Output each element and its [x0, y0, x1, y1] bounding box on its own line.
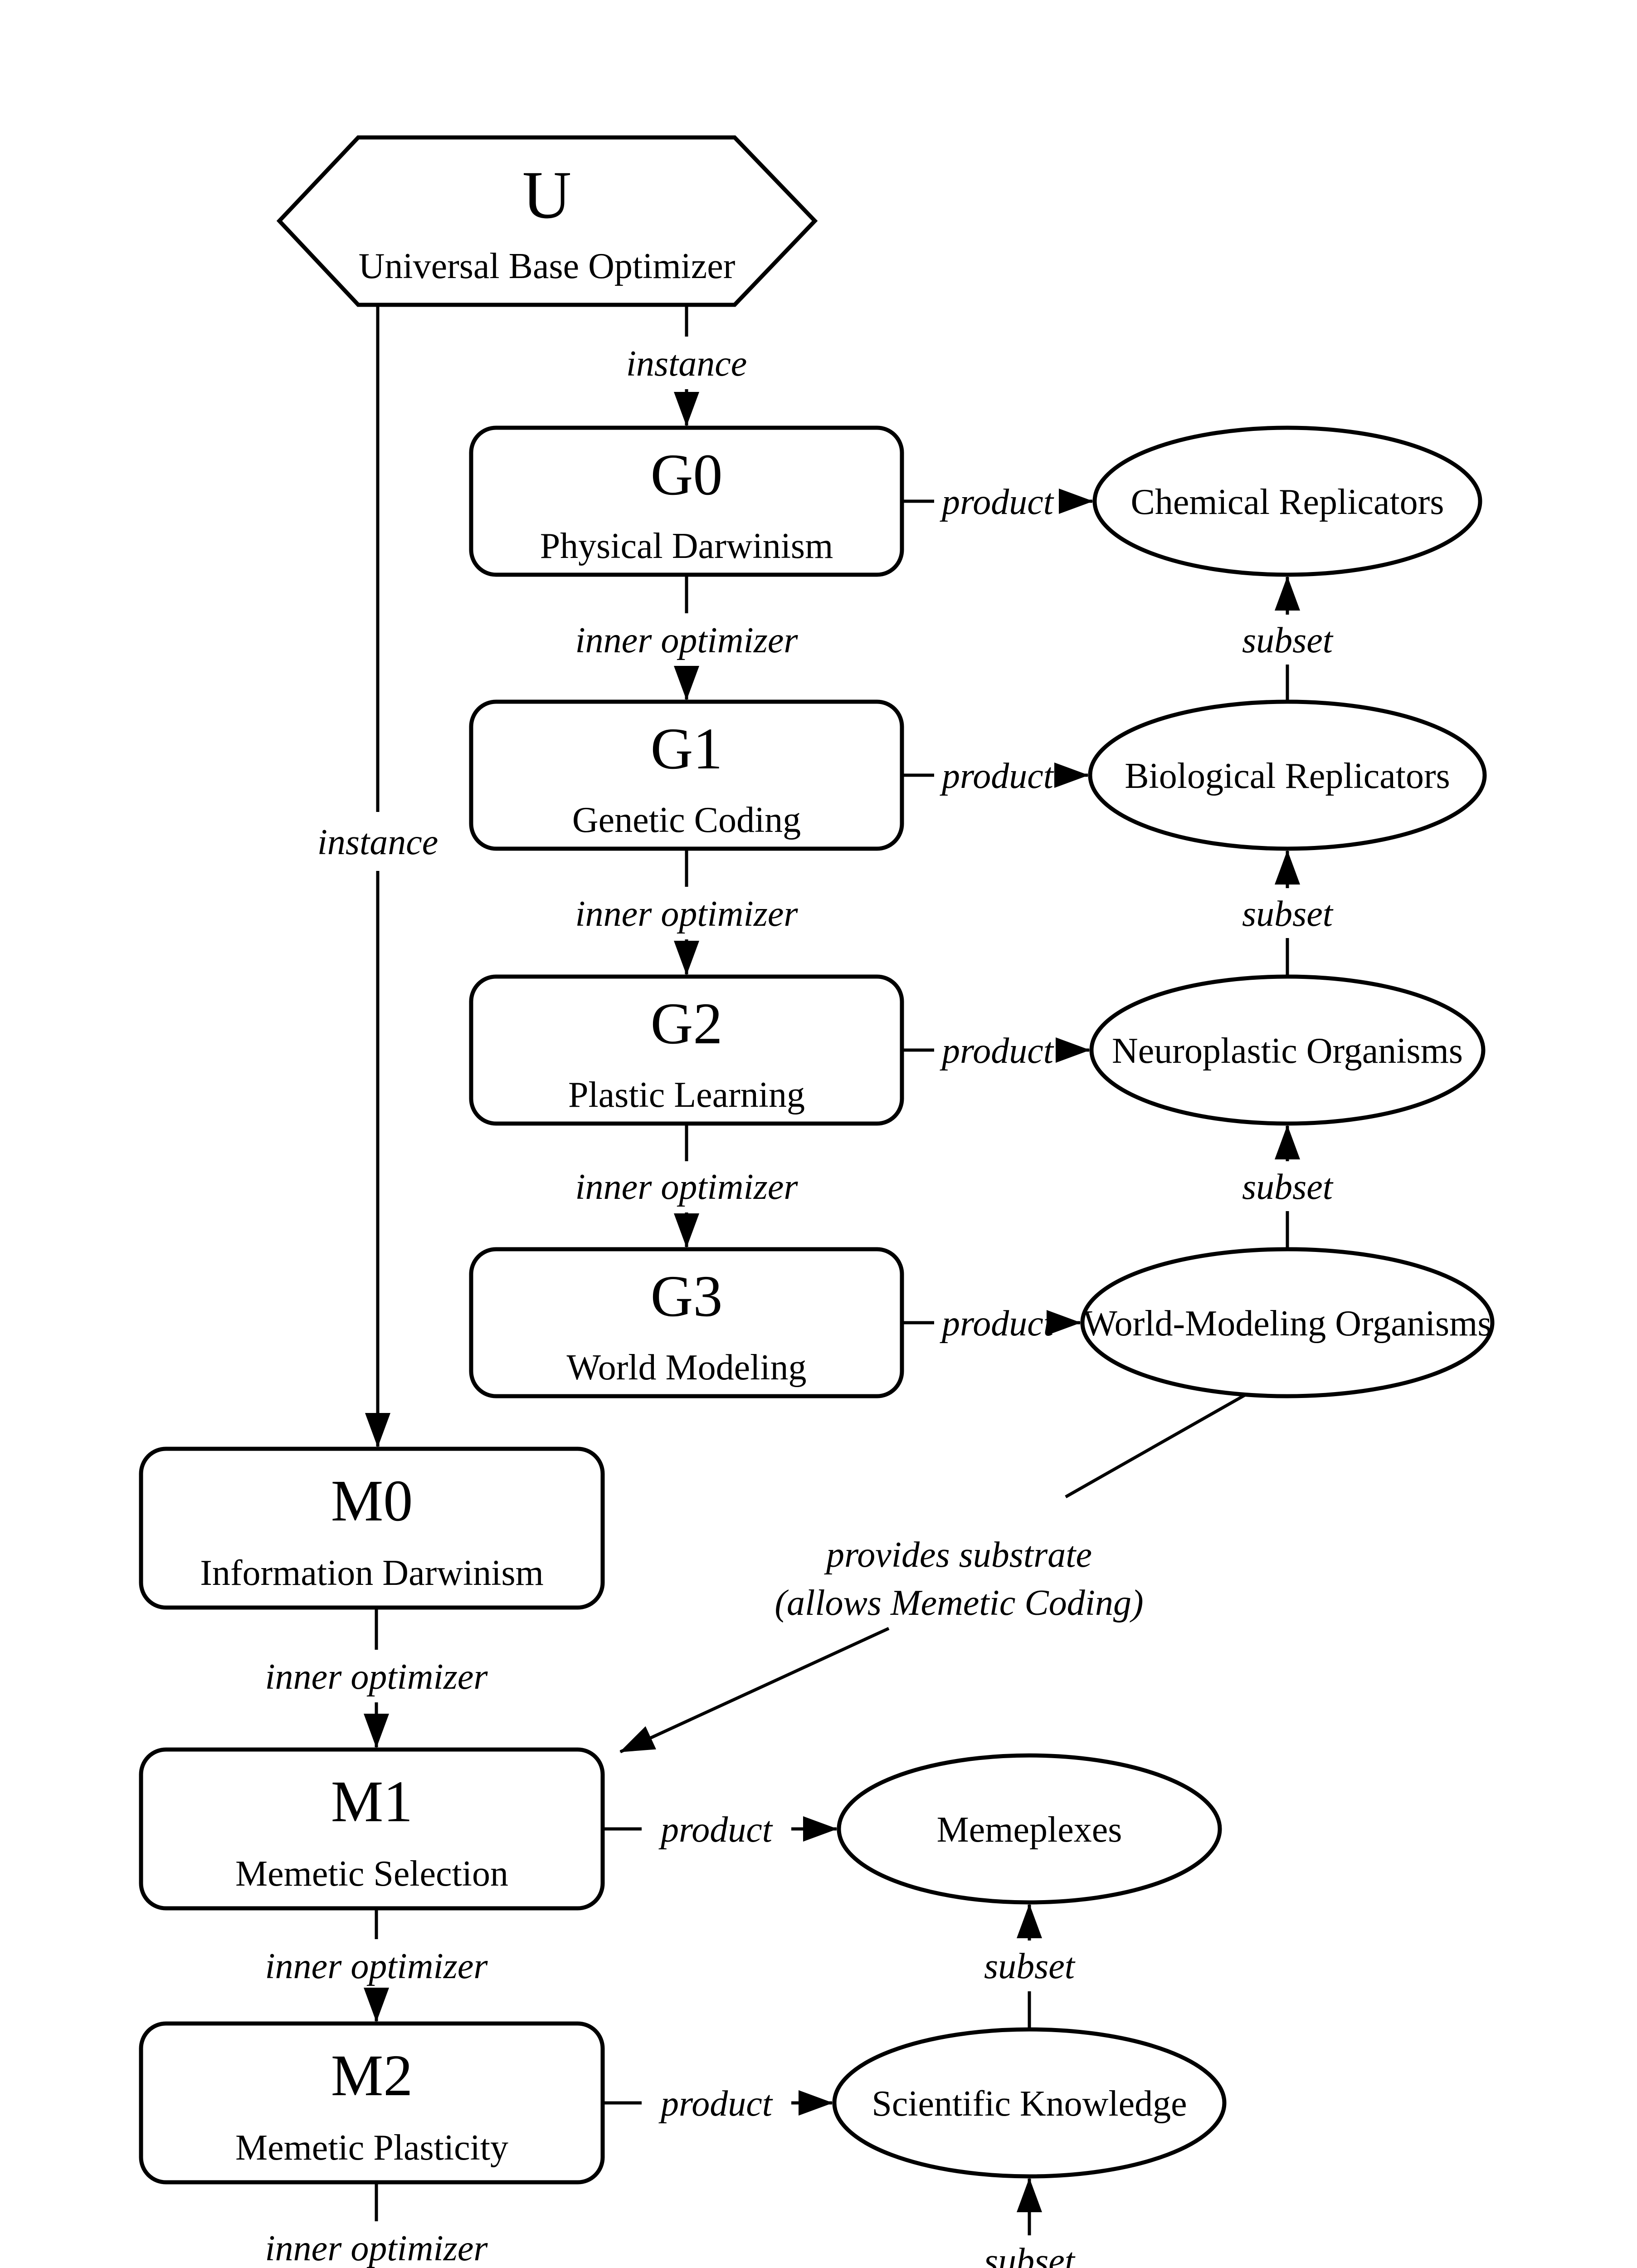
edge-label-product: product: [658, 1810, 773, 1850]
edge-label-subset: subset: [984, 1946, 1076, 1986]
node-m2-title: M2: [331, 2043, 413, 2108]
edge-g0-chemical: product: [902, 482, 1093, 522]
node-m0-subtitle: Information Darwinism: [200, 1553, 544, 1593]
ellipse-shape: [837, 1753, 1222, 1905]
edge-label-subset: subset: [1242, 621, 1334, 660]
node-g3-title: G3: [651, 1264, 723, 1329]
node-g3: G3 World Modeling: [469, 1247, 904, 1398]
edge-g0-g1: inner optimizer: [575, 575, 798, 700]
edge-label-subset: subset: [1242, 894, 1334, 934]
edge-label-instance: instance: [626, 344, 747, 384]
edge-m0-m1: inner optimizer: [265, 1608, 488, 1748]
node-memeplexes-label: Memeplexes: [937, 1810, 1122, 1850]
edge-label-subset: subset: [1242, 1167, 1334, 1207]
node-m1: M1 Memetic Selection: [139, 1747, 605, 1911]
node-m1-subtitle: Memetic Selection: [235, 1854, 508, 1894]
rounded-rect-shape: [139, 1747, 605, 1911]
node-g3-subtitle: World Modeling: [566, 1348, 806, 1388]
node-u-title: U: [522, 157, 571, 233]
node-m1-title: M1: [331, 1769, 413, 1834]
node-scientific-knowledge-label: Scientific Knowledge: [872, 2084, 1187, 2124]
node-scientific-knowledge: Scientific Knowledge: [832, 2027, 1227, 2179]
edge-label-product: product: [658, 2084, 773, 2124]
rounded-rect-shape: [469, 1247, 904, 1398]
node-neuroplastic-organisms: Neuroplastic Organisms: [1089, 974, 1486, 1126]
edge-label-inner-optimizer: inner optimizer: [575, 894, 798, 934]
ellipse-shape: [1080, 1247, 1495, 1398]
node-g2-subtitle: Plastic Learning: [568, 1075, 805, 1115]
node-chemical-replicators: Chemical Replicators: [1092, 425, 1482, 577]
ellipse-shape: [1088, 699, 1487, 851]
edge-g3-worldmodeling: product: [902, 1304, 1081, 1344]
edge-biological-chemical: subset: [1242, 576, 1334, 702]
edge-m2-m3: inner optimizer: [265, 2182, 488, 2268]
edge-worldmodeling-m1: provides substrate (allows Memetic Codin…: [619, 1390, 1251, 1754]
rounded-rect-shape: [469, 699, 904, 851]
edge-m1-memeplexes: product: [603, 1810, 838, 1850]
edge-g1-biological: product: [902, 756, 1089, 796]
ellipse-shape: [1089, 974, 1486, 1126]
node-world-modeling-organisms: World-Modeling Organisms: [1080, 1247, 1495, 1398]
edge-scientific-memeplexes: subset: [984, 1904, 1076, 2029]
edge-g2-neuroplastic: product: [902, 1031, 1090, 1071]
rounded-rect-shape: [469, 974, 904, 1126]
edge-neuroplastic-biological: subset: [1242, 850, 1334, 977]
edge-g2-g3: inner optimizer: [575, 1124, 798, 1248]
rounded-rect-shape: [139, 2021, 605, 2185]
edge-label-product: product: [940, 1031, 1054, 1071]
node-u-subtitle: Universal Base Optimizer: [359, 246, 736, 286]
edge-label-instance: instance: [317, 822, 438, 862]
edge-g1-g2: inner optimizer: [575, 849, 798, 975]
edge-label-product: product: [940, 482, 1054, 522]
node-m2-subtitle: Memetic Plasticity: [235, 2128, 508, 2168]
node-g1: G1 Genetic Coding: [469, 699, 904, 851]
ellipse-shape: [1092, 425, 1482, 577]
edge-label-inner-optimizer: inner optimizer: [575, 621, 798, 660]
node-g1-title: G1: [651, 716, 723, 782]
node-g1-subtitle: Genetic Coding: [572, 800, 801, 840]
node-g2-title: G2: [651, 991, 723, 1056]
edge-label-inner-optimizer: inner optimizer: [265, 1946, 488, 1986]
edge-worldmodeling-neuroplastic: subset: [1242, 1125, 1334, 1249]
edge-label-inner-optimizer: inner optimizer: [265, 1657, 488, 1697]
node-biological-replicators: Biological Replicators: [1088, 699, 1487, 851]
edge-label-provides-substrate: provides substrate: [824, 1535, 1092, 1575]
node-g0-subtitle: Physical Darwinism: [540, 526, 833, 566]
edge-m1-m2: inner optimizer: [265, 1908, 488, 2022]
node-m2: M2 Memetic Plasticity: [139, 2021, 605, 2185]
node-chemical-replicators-label: Chemical Replicators: [1131, 482, 1444, 522]
edge-label-product: product: [940, 756, 1054, 796]
node-biological-replicators-label: Biological Replicators: [1125, 756, 1450, 796]
hexagon-shape: [276, 135, 818, 307]
node-g0-title: G0: [651, 442, 723, 508]
node-g2: G2 Plastic Learning: [469, 974, 904, 1126]
edge-label-product: product: [940, 1304, 1054, 1344]
ellipse-shape: [832, 2027, 1227, 2179]
edge-label-inner-optimizer: inner optimizer: [575, 1167, 798, 1207]
node-g0: G0 Physical Darwinism: [469, 425, 904, 577]
rounded-rect-shape: [139, 1447, 605, 1610]
edge-label-subset: subset: [984, 2241, 1076, 2268]
node-m0: M0 Information Darwinism: [139, 1447, 605, 1610]
rounded-rect-shape: [469, 425, 904, 577]
node-m0-title: M0: [331, 1468, 413, 1534]
edge-ml-scientific: subset: [984, 2178, 1076, 2268]
edge-m2-scientific: product: [603, 2084, 833, 2124]
edge-label-allows-memetic-coding: (allows Memetic Coding): [775, 1583, 1143, 1623]
node-memeplexes: Memeplexes: [837, 1753, 1222, 1905]
node-u: U Universal Base Optimizer: [276, 135, 818, 307]
edge-label-inner-optimizer: inner optimizer: [265, 2229, 488, 2268]
edge-u-m0: instance: [317, 305, 438, 1447]
edge-u-g0: instance: [626, 305, 747, 426]
node-world-modeling-organisms-label: World-Modeling Organisms: [1083, 1304, 1492, 1344]
node-neuroplastic-organisms-label: Neuroplastic Organisms: [1112, 1031, 1463, 1071]
